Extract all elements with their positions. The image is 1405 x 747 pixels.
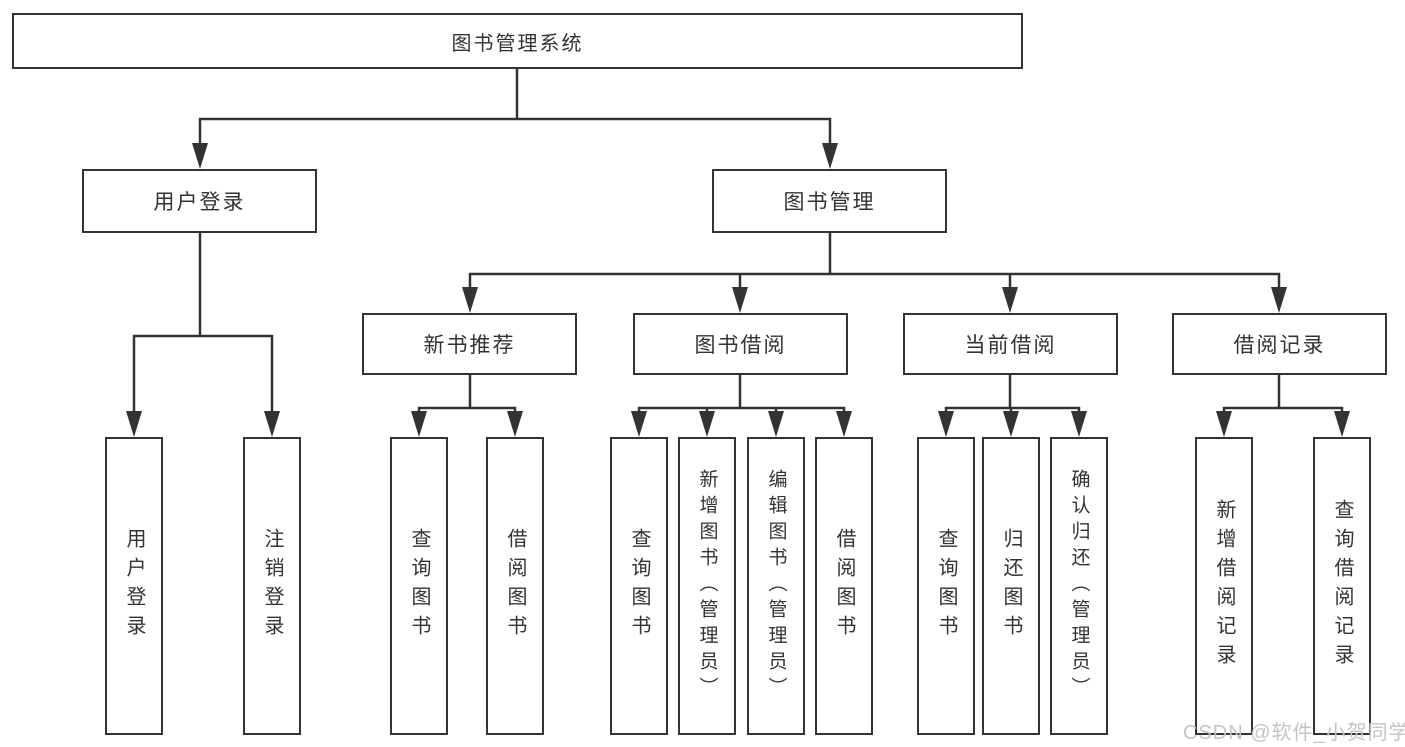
- leaf-borrow-books-borrow: 借阅图书: [815, 437, 873, 735]
- node-label: 借阅记录: [1233, 334, 1326, 357]
- node-label: 用户登录: [153, 191, 246, 214]
- node-label: 查询借阅记录: [1331, 499, 1353, 673]
- leaf-return-book: 归还图书: [982, 437, 1040, 735]
- node-label: 归还图书: [1000, 528, 1022, 644]
- node-label: 新书推荐: [423, 334, 516, 357]
- leaf-user-login: 用户登录: [105, 437, 163, 735]
- connector-lines: [132, 69, 1344, 415]
- node-label: 新增图书（管理员）: [696, 469, 718, 703]
- node-label: 图书管理: [783, 191, 876, 214]
- node-label: 图书管理系统: [451, 32, 584, 55]
- node-label: 注销登录: [261, 528, 283, 644]
- leaf-edit-book-admin: 编辑图书（管理员）: [747, 437, 805, 735]
- node-new-book-recommend: 新书推荐: [362, 313, 577, 375]
- leaf-query-books-recommend: 查询图书: [390, 437, 448, 735]
- node-book-borrow: 图书借阅: [633, 313, 848, 375]
- node-label: 查询图书: [935, 528, 957, 644]
- leaf-query-books-borrow: 查询图书: [610, 437, 668, 735]
- node-label: 当前借阅: [964, 334, 1057, 357]
- node-label: 查询图书: [408, 528, 430, 644]
- leaf-confirm-return-admin: 确认归还（管理员）: [1050, 437, 1108, 735]
- node-borrow-records: 借阅记录: [1172, 313, 1387, 375]
- watermark-text: CSDN @软件_小贺同学: [1183, 722, 1405, 744]
- leaf-query-borrow-record: 查询借阅记录: [1313, 437, 1371, 735]
- arrowheads: [126, 143, 1350, 437]
- node-label: 借阅图书: [833, 528, 855, 644]
- leaf-borrow-books-recommend: 借阅图书: [486, 437, 544, 735]
- node-label: 借阅图书: [504, 528, 526, 644]
- node-user-login: 用户登录: [82, 169, 317, 233]
- node-label: 图书借阅: [694, 334, 787, 357]
- leaf-add-book-admin: 新增图书（管理员）: [678, 437, 736, 735]
- node-book-management: 图书管理: [712, 169, 947, 233]
- leaf-logout: 注销登录: [243, 437, 301, 735]
- node-label: 确认归还（管理员）: [1068, 469, 1090, 703]
- node-label: 用户登录: [123, 528, 145, 644]
- leaf-query-books-current: 查询图书: [917, 437, 975, 735]
- node-root: 图书管理系统: [12, 13, 1023, 69]
- node-current-borrow: 当前借阅: [903, 313, 1118, 375]
- leaf-add-borrow-record: 新增借阅记录: [1195, 437, 1253, 735]
- node-label: 编辑图书（管理员）: [765, 469, 787, 703]
- node-label: 新增借阅记录: [1213, 499, 1235, 673]
- node-label: 查询图书: [628, 528, 650, 644]
